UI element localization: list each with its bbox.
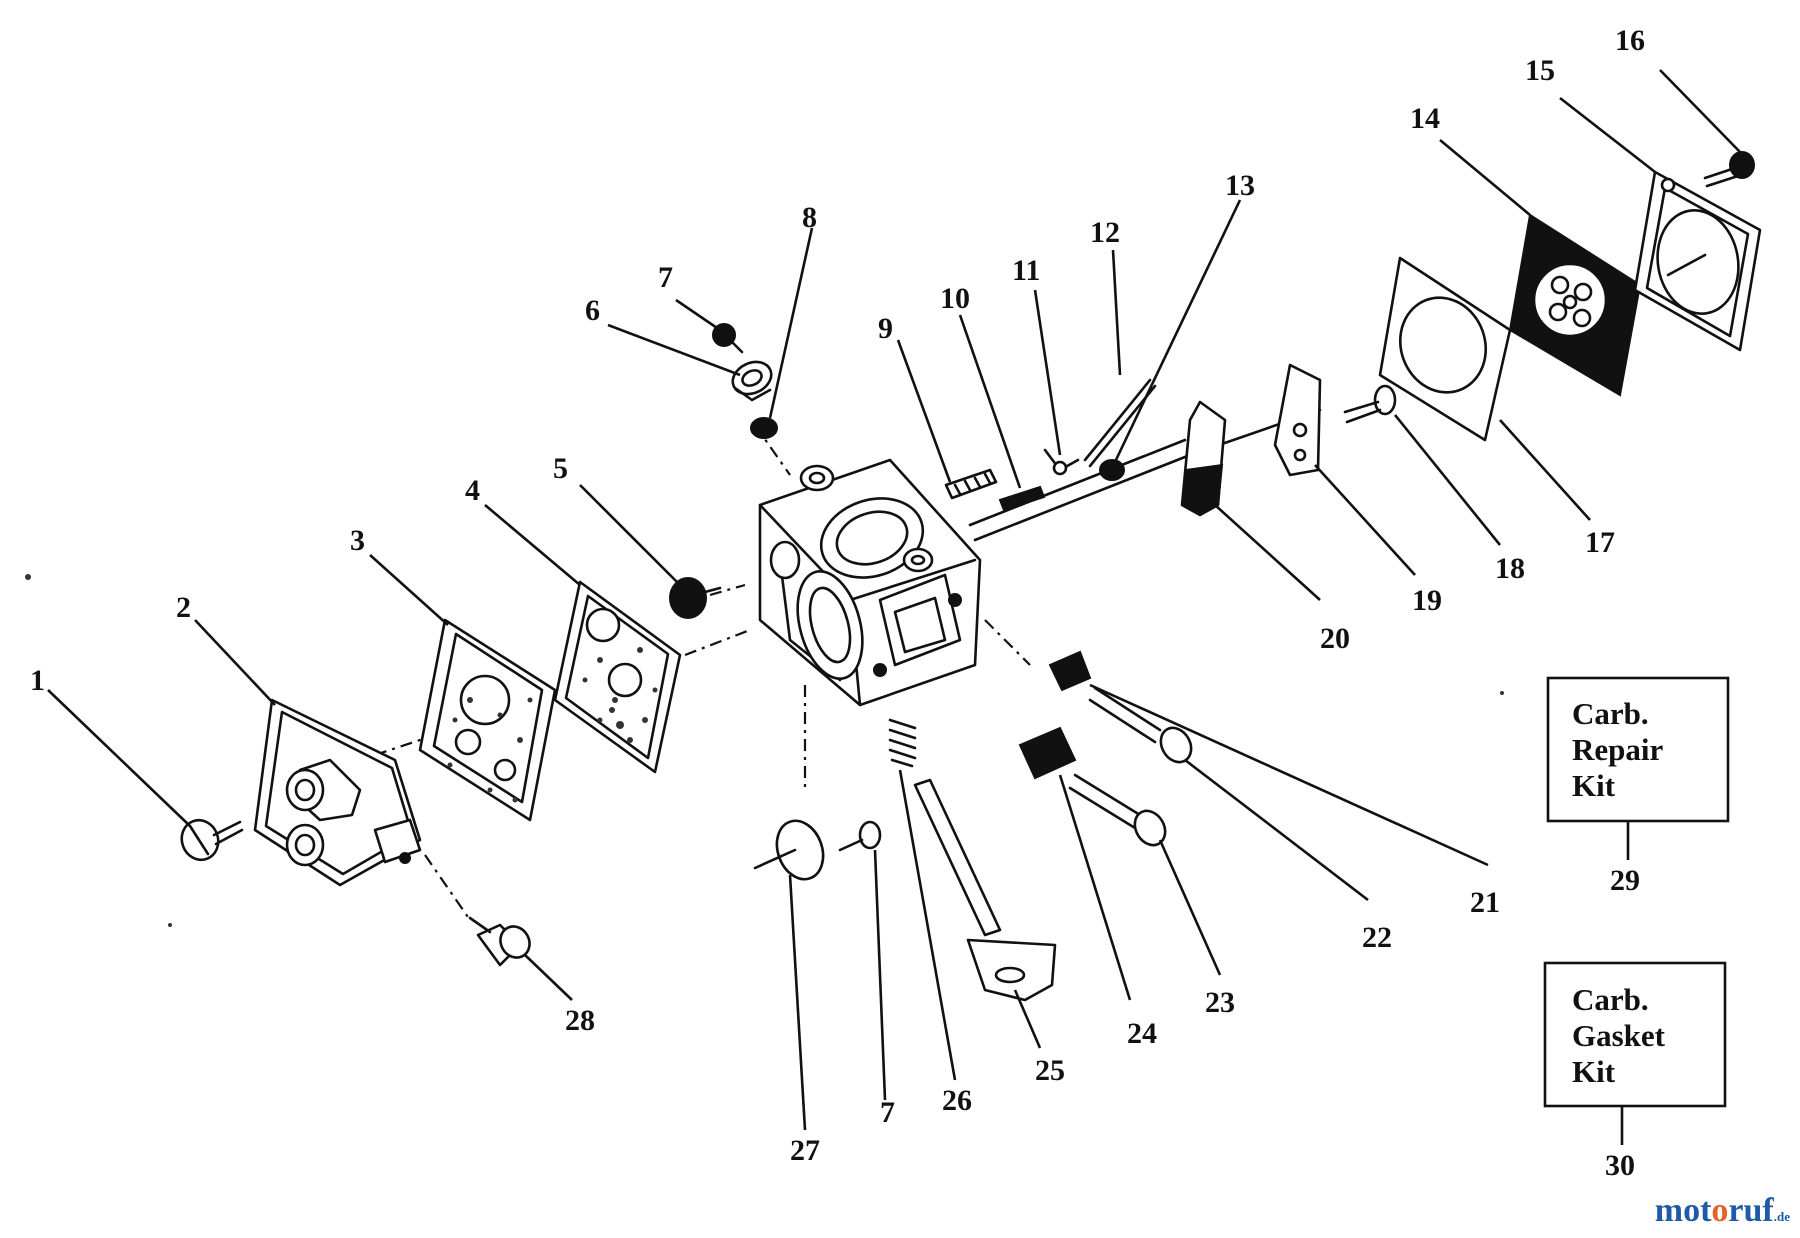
part-14-diaphragm bbox=[1508, 213, 1642, 397]
repair-kit-line-2: Repair bbox=[1572, 732, 1664, 767]
callout-9: 9 bbox=[878, 312, 893, 345]
callout-20: 20 bbox=[1320, 622, 1350, 655]
callout-3: 3 bbox=[350, 524, 365, 557]
part-7b-screw bbox=[838, 820, 882, 852]
gasket-kit-line-1: Carb. bbox=[1572, 982, 1649, 1017]
callout-15: 15 bbox=[1525, 54, 1555, 87]
motoruf-watermark: motoruf.de bbox=[1655, 1192, 1790, 1230]
part-4-diaphragm bbox=[553, 580, 682, 774]
callout-26: 26 bbox=[942, 1084, 972, 1117]
part-26-spring bbox=[888, 718, 917, 768]
callout-29: 29 bbox=[1610, 864, 1640, 897]
watermark-accent: o bbox=[1711, 1192, 1729, 1229]
repair-kit-line-1: Carb. bbox=[1572, 696, 1649, 731]
carburetor-body bbox=[758, 458, 982, 707]
callout-24: 24 bbox=[1127, 1017, 1157, 1050]
callout-28: 28 bbox=[565, 1004, 595, 1037]
part-23-needle bbox=[1068, 773, 1167, 847]
part-2-pump-cover bbox=[253, 698, 422, 887]
callout-7b: 7 bbox=[880, 1096, 895, 1129]
part-22-needle bbox=[1088, 686, 1193, 764]
callout-22: 22 bbox=[1362, 921, 1392, 954]
callout-21: 21 bbox=[1470, 886, 1500, 919]
part-25-lever bbox=[913, 778, 1057, 1002]
callout-6: 6 bbox=[585, 294, 600, 327]
watermark-main: mot bbox=[1654, 1192, 1712, 1229]
callout-7a: 7 bbox=[658, 261, 673, 294]
gasket-kit-line-3: Kit bbox=[1572, 1054, 1616, 1089]
callout-17: 17 bbox=[1585, 526, 1615, 559]
part-3-gasket bbox=[418, 618, 557, 822]
part-5-screen bbox=[669, 577, 722, 619]
part-27-disc bbox=[753, 819, 825, 881]
repair-kit-line-3: Kit bbox=[1572, 768, 1616, 803]
callout-30: 30 bbox=[1605, 1149, 1635, 1182]
part-11-lever bbox=[1043, 448, 1080, 476]
part-15-cover bbox=[1633, 170, 1762, 352]
watermark-suffix: .de bbox=[1773, 1209, 1790, 1224]
watermark-rest: ruf bbox=[1728, 1192, 1774, 1229]
callout-14: 14 bbox=[1410, 102, 1440, 135]
repair-kit-box: Carb. Repair Kit bbox=[1546, 676, 1730, 823]
part-1-screw bbox=[180, 818, 244, 862]
callout-1: 1 bbox=[30, 664, 45, 697]
callout-11: 11 bbox=[1012, 254, 1040, 287]
stray-specks bbox=[25, 574, 1504, 927]
callout-13: 13 bbox=[1225, 169, 1255, 202]
throttle-shaft bbox=[968, 408, 1322, 542]
part-9-spring bbox=[944, 468, 998, 500]
callout-4: 4 bbox=[465, 474, 480, 507]
part-10-needle bbox=[998, 485, 1046, 512]
callout-18: 18 bbox=[1495, 552, 1525, 585]
callout-25: 25 bbox=[1035, 1054, 1065, 1087]
gasket-kit-line-2: Gasket bbox=[1572, 1018, 1666, 1053]
part-6-fitting bbox=[731, 360, 773, 402]
callout-5: 5 bbox=[553, 452, 568, 485]
part-21-spring bbox=[1048, 650, 1092, 692]
callout-2: 2 bbox=[176, 591, 191, 624]
part-16-screw bbox=[1703, 151, 1755, 188]
part-20-plate bbox=[1180, 400, 1227, 517]
part-17-gasket bbox=[1378, 256, 1512, 442]
part-18-screw bbox=[1343, 384, 1397, 424]
part-13-screw bbox=[1099, 459, 1125, 481]
part-24-spring bbox=[1018, 726, 1077, 780]
part-19-lever bbox=[1273, 363, 1322, 477]
callout-16: 16 bbox=[1615, 24, 1645, 57]
callout-19: 19 bbox=[1412, 584, 1442, 617]
leader-lines bbox=[47, 69, 1741, 1145]
callout-labels: 1 2 3 4 5 6 7 8 9 10 11 12 13 14 15 16 1… bbox=[30, 24, 1645, 1182]
callout-8: 8 bbox=[802, 201, 817, 234]
callout-12: 12 bbox=[1090, 216, 1120, 249]
callout-10: 10 bbox=[940, 282, 970, 315]
gasket-kit-box: Carb. Gasket Kit bbox=[1543, 961, 1727, 1108]
callout-23: 23 bbox=[1205, 986, 1235, 1019]
part-28-fitting bbox=[468, 916, 531, 967]
callout-27: 27 bbox=[790, 1134, 820, 1167]
part-8-plug bbox=[750, 417, 778, 439]
